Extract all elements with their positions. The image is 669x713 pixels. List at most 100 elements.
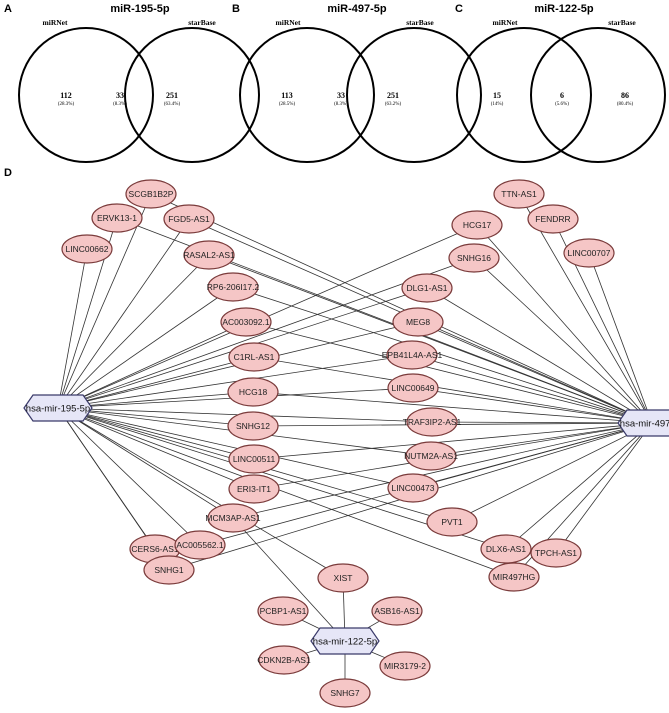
venn-left-count-a: 112 [60, 91, 72, 100]
lncrna-node[interactable]: TTN-AS1 [493, 179, 545, 209]
lncrna-node-shape [401, 273, 453, 303]
lncrna-node-label: FENDRR [535, 214, 570, 224]
mirna-hub-node[interactable]: hsa-mir-122-5p [310, 627, 380, 655]
lncrna-node[interactable]: RP6-206I17.2 [207, 272, 260, 302]
lncrna-node[interactable]: SCGB1B2P [125, 179, 177, 209]
network-edge [232, 422, 653, 519]
lncrna-node-label: TTN-AS1 [501, 189, 537, 199]
lncrna-node[interactable]: NUTM2A-AS1 [404, 441, 458, 471]
lncrna-node-label: MEG8 [406, 317, 430, 327]
lncrna-node-label: TRAF3IP2-AS1 [403, 417, 462, 427]
lncrna-node[interactable]: ERVK13-1 [91, 203, 143, 233]
venn-right-pct-b: (63.2%) [385, 102, 402, 107]
network-edge [451, 422, 653, 523]
network-edge [588, 252, 653, 424]
lncrna-node-shape [406, 407, 458, 437]
network-hubs: hsa-mir-195-5p hsa-mir-497-5p hsa-mir-122-… [23, 394, 669, 655]
venn-mid-count-b: 33 [337, 91, 345, 100]
venn-right-count-a: 251 [166, 91, 178, 100]
lncrna-node-label: FGD5-AS1 [168, 214, 210, 224]
lncrna-node[interactable]: SNHG1 [143, 555, 195, 585]
lncrna-node[interactable]: MIR497HG [488, 562, 540, 592]
lncrna-node-label: CDKN2B-AS1 [257, 655, 311, 665]
network-edge [57, 407, 255, 490]
lncrna-node[interactable]: ERI3-IT1 [228, 474, 280, 504]
lncrna-node[interactable]: SNHG16 [448, 243, 500, 273]
venn-right-label-a: starBase [188, 18, 216, 27]
network-edges [57, 193, 653, 693]
lncrna-node[interactable]: DLG1-AS1 [401, 273, 453, 303]
venn-right-label-c: starBase [608, 18, 636, 27]
lncrna-node[interactable]: EPB41L4A-AS1 [382, 340, 443, 370]
lncrna-node-shape [386, 340, 438, 370]
lncrna-node[interactable]: LINC00662 [61, 234, 113, 264]
lncrna-node-label: LINC00649 [391, 383, 434, 393]
lncrna-node[interactable]: C1RL-AS1 [228, 342, 280, 372]
venn-right-count-c: 86 [621, 91, 629, 100]
lncrna-node[interactable]: LINC00511 [228, 444, 280, 474]
lncrna-node[interactable]: MCM3AP-AS1 [205, 503, 261, 533]
lncrna-node[interactable]: HCG17 [451, 210, 503, 240]
network-edge [426, 287, 653, 424]
lncrna-node[interactable]: HCG18 [227, 377, 279, 407]
network-edge [57, 254, 210, 409]
lncrna-node-shape [207, 503, 259, 533]
lncrna-node[interactable]: CDKN2B-AS1 [257, 645, 311, 675]
lncrna-node-shape [488, 562, 540, 592]
mirna-hub-node[interactable]: hsa-mir-497-5p [617, 409, 669, 437]
venn-right-pct-a: (63.4%) [164, 102, 181, 107]
venn-left-pct-b: (28.5%) [279, 102, 296, 107]
venn-left-circle-b [239, 27, 375, 163]
lncrna-node[interactable]: FENDRR [527, 204, 579, 234]
lncrna-node[interactable]: PVT1 [426, 507, 478, 537]
lncrna-node[interactable]: TRAF3IP2-AS1 [403, 407, 462, 437]
lncrna-node-label: HCG17 [463, 220, 492, 230]
lncrna-node-label: MIR3179-2 [384, 661, 426, 671]
lncrna-node-shape [227, 411, 279, 441]
lncrna-node[interactable]: LINC00649 [387, 373, 439, 403]
lncrna-node-label: TPCH-AS1 [535, 548, 577, 558]
lncrna-node-shape [405, 441, 457, 471]
lncrna-node-shape [426, 507, 478, 537]
lncrna-node-shape [387, 473, 439, 503]
lncrna-node[interactable]: MIR3179-2 [379, 651, 431, 681]
lncrna-node[interactable]: DLX6-AS1 [480, 534, 532, 564]
panel-letter-d: D [4, 167, 12, 179]
network-edge [252, 391, 653, 424]
venn-left-pct-c: (14%) [491, 102, 504, 107]
venn-title-a: miR-195-5p [110, 3, 170, 15]
lncrna-node-shape [317, 563, 369, 593]
lncrna-node[interactable]: LINC00473 [387, 473, 439, 503]
lncrna-node-label: LINC00662 [65, 244, 108, 254]
network-edge [57, 407, 344, 579]
lncrna-node[interactable]: LINC00707 [563, 238, 615, 268]
lncrna-node-label: SNHG1 [154, 565, 184, 575]
lncrna-node[interactable]: PCBP1-AS1 [257, 596, 309, 626]
lncrna-node[interactable]: AC005562.1 [174, 530, 226, 560]
mirna-hub-node[interactable]: hsa-mir-195-5p [23, 394, 93, 422]
lncrna-node[interactable]: MEG8 [392, 307, 444, 337]
lncrna-node[interactable]: ASB16-AS1 [371, 596, 423, 626]
lncrna-node-label: C1RL-AS1 [234, 352, 275, 362]
lncrna-node[interactable]: RASAL2-AS1 [183, 240, 235, 270]
lncrna-node-shape [257, 596, 309, 626]
mirna-hub-shape [23, 394, 93, 422]
venn-mid-pct-b: (8.3%) [334, 102, 348, 107]
network-edge [57, 356, 255, 409]
lncrna-node-label: DLX6-AS1 [486, 544, 526, 554]
network-edge [431, 421, 653, 424]
mirna-hub-label: hsa-mir-122-5p [313, 637, 377, 648]
lncrna-node[interactable]: TPCH-AS1 [530, 538, 582, 568]
lncrna-node[interactable]: FGD5-AS1 [163, 204, 215, 234]
lncrna-node[interactable]: XIST [317, 563, 369, 593]
lncrna-node[interactable]: AC003092.1 [220, 307, 272, 337]
network-edge [411, 354, 653, 424]
lncrna-node-label: SNHG12 [236, 421, 270, 431]
lncrna-node[interactable]: SNHG7 [319, 678, 371, 708]
lncrna-node-shape [228, 342, 280, 372]
lncrna-node[interactable]: SNHG12 [227, 411, 279, 441]
panel-letter-c: C [455, 3, 463, 15]
lncrna-node-shape [371, 596, 423, 626]
lncrna-node-shape [163, 204, 215, 234]
lncrna-node-shape [527, 204, 579, 234]
